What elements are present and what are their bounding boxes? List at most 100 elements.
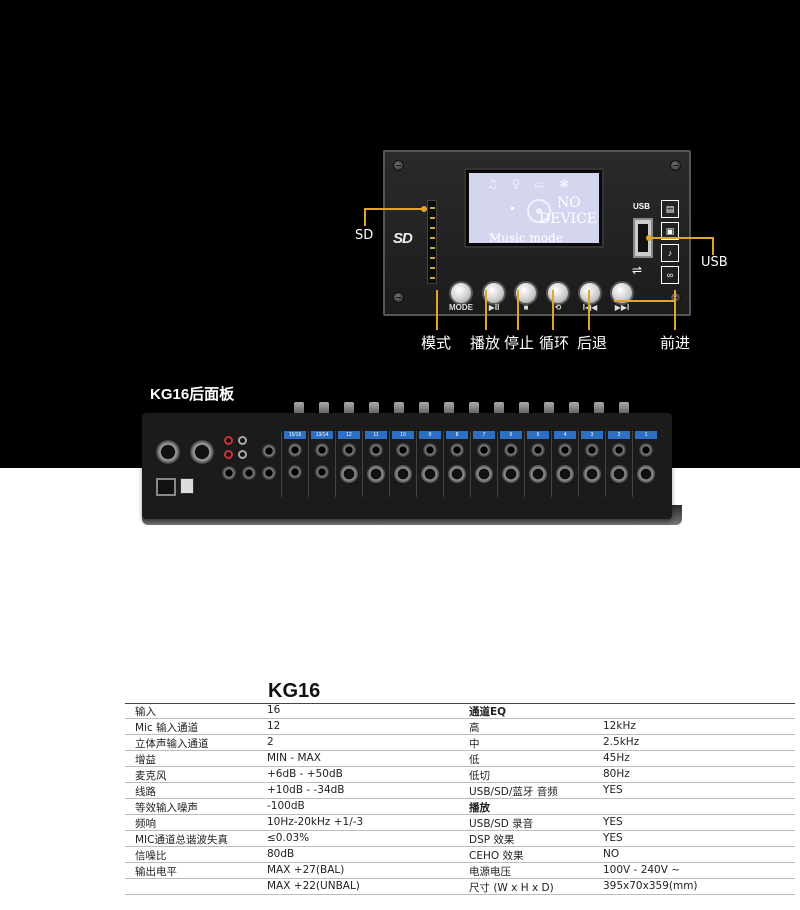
mic-input-xlr[interactable] <box>637 465 655 483</box>
channel-strip: 4 <box>551 431 577 497</box>
spec-cell: 80dB <box>267 848 295 860</box>
spec-cell: YES <box>603 832 623 844</box>
line-input-jack[interactable] <box>315 443 329 457</box>
mic-input-xlr[interactable] <box>529 465 547 483</box>
channel-number: 6 <box>500 431 522 439</box>
line-input-jack[interactable] <box>585 443 599 457</box>
mic-input-xlr[interactable] <box>583 465 601 483</box>
power-inlet[interactable] <box>156 478 176 496</box>
line-input-jack[interactable] <box>477 443 491 457</box>
mic-input-xlr[interactable] <box>610 465 628 483</box>
lcd-mode-text: Music mode <box>489 231 563 243</box>
mic-input-xlr[interactable] <box>340 465 358 483</box>
callout-next: 前进 <box>660 334 691 352</box>
line-input-jack[interactable] <box>450 443 464 457</box>
mixer-back-panel <box>142 413 672 519</box>
usb-port-label: USB <box>633 202 650 211</box>
disc-icon <box>527 199 551 223</box>
aux-jack[interactable] <box>262 466 276 480</box>
tape-mode-icon: ∞ <box>661 266 679 284</box>
mic-input-xlr[interactable] <box>556 465 574 483</box>
spec-cell: 信噪比 <box>135 850 167 862</box>
fader-cap <box>319 402 329 416</box>
mic-input-xlr[interactable] <box>367 465 385 483</box>
fader-cap <box>594 402 604 416</box>
spec-cell: ≤0.03% <box>267 832 310 844</box>
channel-number: 5 <box>527 431 549 439</box>
rca-jack[interactable] <box>224 436 233 445</box>
spec-cell: 输入 <box>135 706 156 718</box>
mic-input-xlr[interactable] <box>502 465 520 483</box>
line-input-jack[interactable] <box>558 443 572 457</box>
channel-strip: 1 <box>632 431 658 497</box>
spec-row: 输入 16 通道EQ <box>125 703 795 719</box>
line-input-jack[interactable] <box>288 465 302 479</box>
lcd-display: ♫ ♀ ▭ ✱ NO DEVICE Music mode <box>464 168 604 248</box>
spec-cell: YES <box>603 816 623 828</box>
mic-input-xlr[interactable] <box>421 465 439 483</box>
callout-prev: 后退 <box>577 334 608 352</box>
spec-cell: USB/SD/蓝牙 音频 <box>469 786 558 798</box>
spec-cell: 10Hz-20kHz +1/-3 <box>267 816 364 828</box>
model-title: KG16 <box>268 680 321 702</box>
spec-row: MAX +22(UNBAL)尺寸 (W x H x D)395x70x359(m… <box>125 879 795 895</box>
music-mode-icon: ♪ <box>661 244 679 262</box>
control-room-jack[interactable] <box>222 466 236 480</box>
power-switch[interactable] <box>180 478 194 494</box>
channel-number: 7 <box>473 431 495 439</box>
spec-cell: 等效输入噪声 <box>135 802 198 814</box>
lcd-status-icons: ♫ ♀ ▭ ✱ <box>487 177 575 191</box>
spec-cell: 16 <box>267 704 281 716</box>
rca-jack[interactable] <box>238 436 247 445</box>
lcd-line-1: NO <box>557 195 581 211</box>
aux-jack[interactable] <box>262 444 276 458</box>
spec-cell: 45Hz <box>603 752 630 764</box>
control-room-jack[interactable] <box>242 466 256 480</box>
usb-symbol-icon: ⇌ <box>632 263 643 277</box>
line-input-jack[interactable] <box>423 443 437 457</box>
channel-strip: 9 <box>416 431 442 497</box>
spec-cell: 100V - 240V ~ <box>603 864 681 876</box>
rca-jack[interactable] <box>238 450 247 459</box>
line-input-jack[interactable] <box>315 465 329 479</box>
spec-cell: 2.5kHz <box>603 736 640 748</box>
spec-cell: 通道EQ <box>469 706 507 718</box>
spec-cell: 播放 <box>469 802 490 814</box>
loop-button[interactable] <box>546 281 570 305</box>
line-input-jack[interactable] <box>612 443 626 457</box>
mode-button[interactable] <box>449 281 473 305</box>
main-out-xlr-right[interactable] <box>190 440 214 464</box>
mic-input-xlr[interactable] <box>394 465 412 483</box>
callout-loop: 循环 <box>539 334 570 352</box>
line-input-jack[interactable] <box>369 443 383 457</box>
line-input-jack[interactable] <box>531 443 545 457</box>
line-input-jack[interactable] <box>288 443 302 457</box>
spec-cell: +6dB - +50dB <box>267 768 343 780</box>
fader-cap <box>494 402 504 416</box>
callout-stop: 停止 <box>504 334 535 352</box>
fader-cap <box>344 402 354 416</box>
sd-card-slot[interactable] <box>427 200 437 284</box>
main-out-xlr-left[interactable] <box>156 440 180 464</box>
channel-number: 9 <box>419 431 441 439</box>
spec-cell: NO <box>603 848 620 860</box>
line-input-jack[interactable] <box>396 443 410 457</box>
line-input-jack[interactable] <box>504 443 518 457</box>
screw-icon <box>670 160 681 171</box>
channel-number: 10 <box>392 431 414 439</box>
mic-input-xlr[interactable] <box>475 465 493 483</box>
channel-strip: 8 <box>443 431 469 497</box>
channel-strip: 12 <box>335 431 361 497</box>
spec-cell: 立体声输入通道 <box>135 738 209 750</box>
mic-input-xlr[interactable] <box>448 465 466 483</box>
loop-button-label: ⟲ <box>554 303 562 312</box>
rca-jack[interactable] <box>224 450 233 459</box>
previous-button[interactable] <box>578 281 602 305</box>
line-input-jack[interactable] <box>639 443 653 457</box>
line-input-jack[interactable] <box>342 443 356 457</box>
